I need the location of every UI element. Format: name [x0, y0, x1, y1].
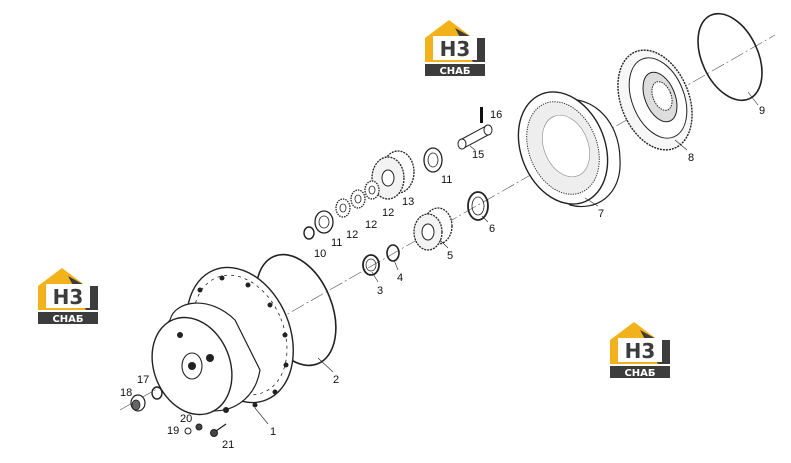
part-3-ring: [362, 254, 380, 276]
part-4-ring: [386, 244, 400, 262]
part-5-sun-gear: [413, 207, 453, 251]
part-20-plug: [195, 423, 203, 431]
callout-7: 7: [598, 208, 604, 220]
part-6-retaining-ring: [467, 191, 489, 221]
logo-mark: H3: [53, 285, 84, 309]
part-12-needle-bearing: [335, 198, 351, 218]
callout-9: 9: [759, 105, 765, 117]
part-11-washer: [314, 210, 334, 234]
callout-1: 1: [270, 426, 276, 438]
part-13-planet-gear: [371, 150, 415, 200]
part-1-hub-housing: [151, 266, 294, 416]
callout-12: 12: [365, 219, 377, 231]
callout-6: 6: [489, 223, 495, 235]
part-15-shaft: [457, 124, 493, 150]
part-16-pin: [480, 107, 483, 123]
part-10-snap-ring: [303, 226, 315, 240]
callout-21: 21: [222, 439, 234, 451]
callout-12: 12: [382, 207, 394, 219]
callout-20: 20: [180, 413, 192, 425]
part-12-needle-bearing: [364, 180, 380, 200]
logo-mark: H3: [625, 339, 656, 363]
part-19-washer: [184, 427, 192, 435]
callout-13: 13: [402, 196, 414, 208]
callout-4: 4: [397, 272, 403, 284]
part-18-drain-plug: [130, 394, 146, 412]
callout-16: 16: [490, 109, 502, 121]
part-17-seal-ring: [151, 386, 163, 400]
callout-19: 19: [167, 425, 179, 437]
callout-12: 12: [346, 229, 358, 241]
logo-mark: H3: [440, 37, 471, 61]
callout-10: 10: [314, 248, 326, 260]
part-8-planet-carrier: [617, 49, 693, 151]
part-21-bolt: [210, 423, 227, 437]
callout-3: 3: [377, 285, 383, 297]
callout-17: 17: [137, 374, 149, 386]
logo-caption: СНАБ: [624, 368, 655, 379]
logo-caption: СНАБ: [52, 314, 83, 325]
part-12-needle-bearing: [350, 189, 366, 209]
brand-logo: H3 СНАБ: [610, 322, 670, 379]
callout-11: 11: [441, 174, 452, 186]
part-7-ring-gear: [517, 91, 621, 207]
part-9-o-ring: [697, 12, 763, 102]
callout-18: 18: [120, 387, 132, 399]
callout-8: 8: [688, 152, 694, 164]
brand-logo: H3 СНАБ: [425, 20, 485, 77]
callout-5: 5: [447, 250, 453, 262]
brand-logo: H3 СНАБ: [38, 268, 98, 325]
leader-lines: [254, 91, 759, 425]
callout-2: 2: [333, 374, 339, 386]
callout-15: 15: [472, 149, 484, 161]
part-11-thrust-washer: [423, 147, 443, 173]
callout-11: 11: [331, 237, 342, 249]
logo-caption: СНАБ: [439, 66, 470, 77]
